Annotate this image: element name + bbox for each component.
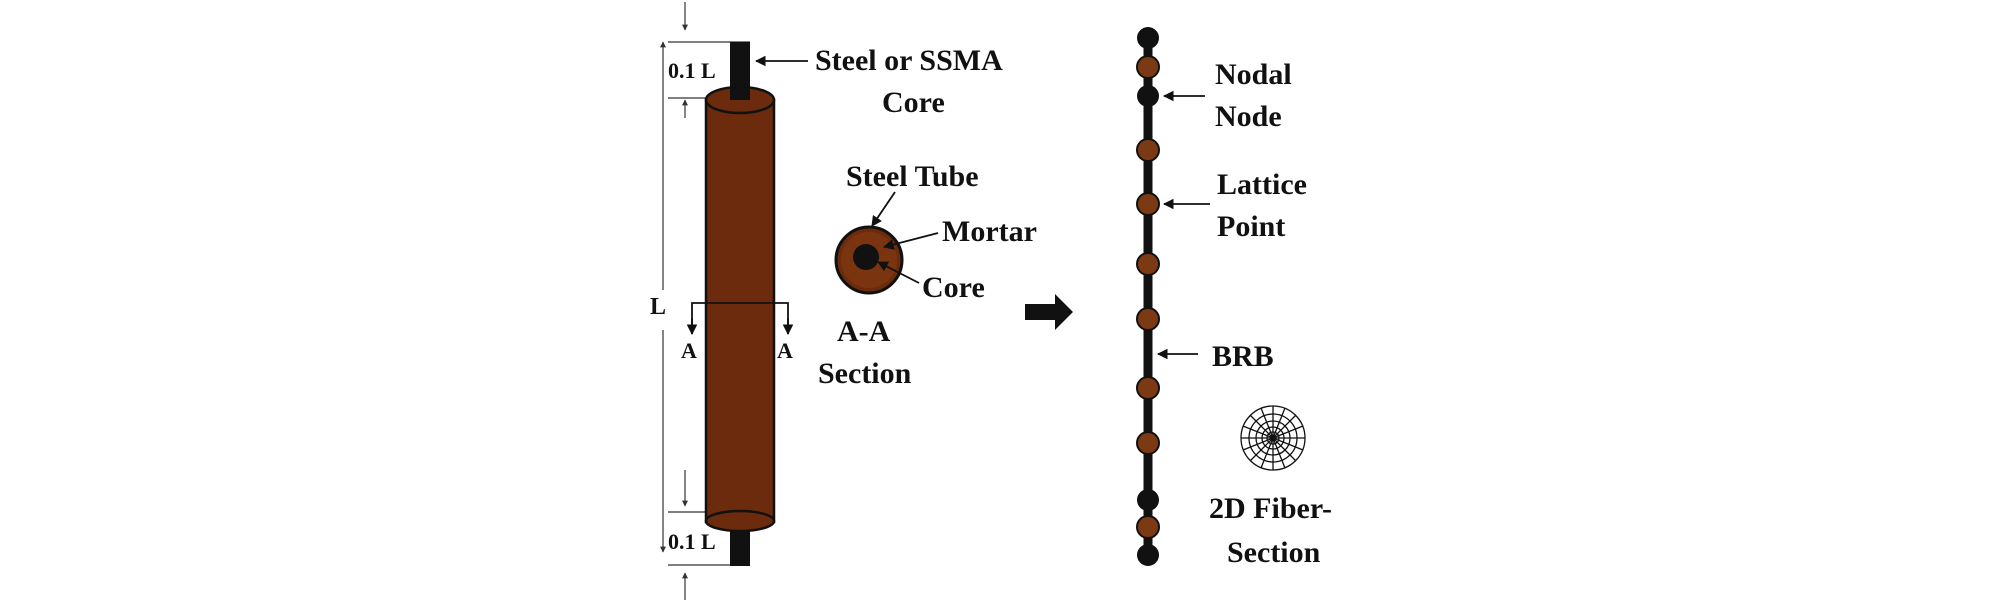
numerical-model-illustration: Nodal Node Lattice Point BRB 2D Fiber- S… — [1136, 27, 1332, 569]
cross-section-core-label: Core — [922, 271, 985, 304]
model-nodes — [1136, 27, 1160, 566]
steel-tube-label: Steel Tube — [846, 160, 979, 193]
core-label-line1: Steel or SSMA — [815, 44, 1003, 77]
transform-arrow-icon — [1025, 294, 1073, 330]
nodal-label-line1: Nodal — [1215, 58, 1292, 91]
core-label-line2: Core — [882, 86, 945, 119]
bottom-segment-label: 0.1 L — [668, 529, 716, 554]
section-cut-left-label: A — [681, 338, 697, 363]
nodal-node — [1137, 27, 1159, 49]
core-circle — [853, 244, 879, 270]
fiber-label-line1: 2D Fiber- — [1209, 492, 1332, 525]
core-leader — [877, 261, 920, 284]
brace-illustration: 0.1 L L 0.1 L A A Steel or SSMA Core — [650, 2, 1003, 600]
lattice-point — [1136, 307, 1160, 331]
lattice-point — [1136, 138, 1160, 162]
nodal-node — [1137, 85, 1159, 107]
lattice-point — [1136, 252, 1160, 276]
steel-tube-leader — [871, 191, 896, 227]
steel-tube-bottom-cap — [704, 509, 776, 533]
lattice-point — [1136, 55, 1160, 79]
length-label: L — [650, 294, 666, 320]
section-caption-line2: Section — [818, 357, 912, 390]
core-top-end — [730, 42, 750, 100]
lattice-label-line1: Lattice — [1217, 168, 1307, 201]
section-caption-line1: A-A — [837, 315, 891, 348]
fiber-section-icon — [1240, 405, 1306, 471]
nodal-node — [1137, 544, 1159, 566]
brb-label: BRB — [1212, 340, 1274, 373]
nodal-node — [1137, 489, 1159, 511]
lattice-point — [1136, 376, 1160, 400]
lattice-point — [1136, 431, 1160, 455]
top-segment-label: 0.1 L — [668, 58, 716, 83]
steel-tube-body — [704, 98, 776, 524]
mortar-label: Mortar — [942, 215, 1037, 248]
section-cut-marker — [686, 302, 794, 336]
cross-section-illustration: Steel Tube Mortar Core A-A Section — [818, 160, 1037, 390]
lattice-label-line2: Point — [1217, 210, 1285, 243]
section-cut-right-label: A — [777, 338, 793, 363]
lattice-point — [1136, 515, 1160, 539]
nodal-label-line2: Node — [1215, 100, 1282, 133]
lattice-point — [1136, 192, 1160, 216]
fiber-label-line2: Section — [1227, 536, 1321, 569]
mortar-leader — [882, 232, 939, 250]
